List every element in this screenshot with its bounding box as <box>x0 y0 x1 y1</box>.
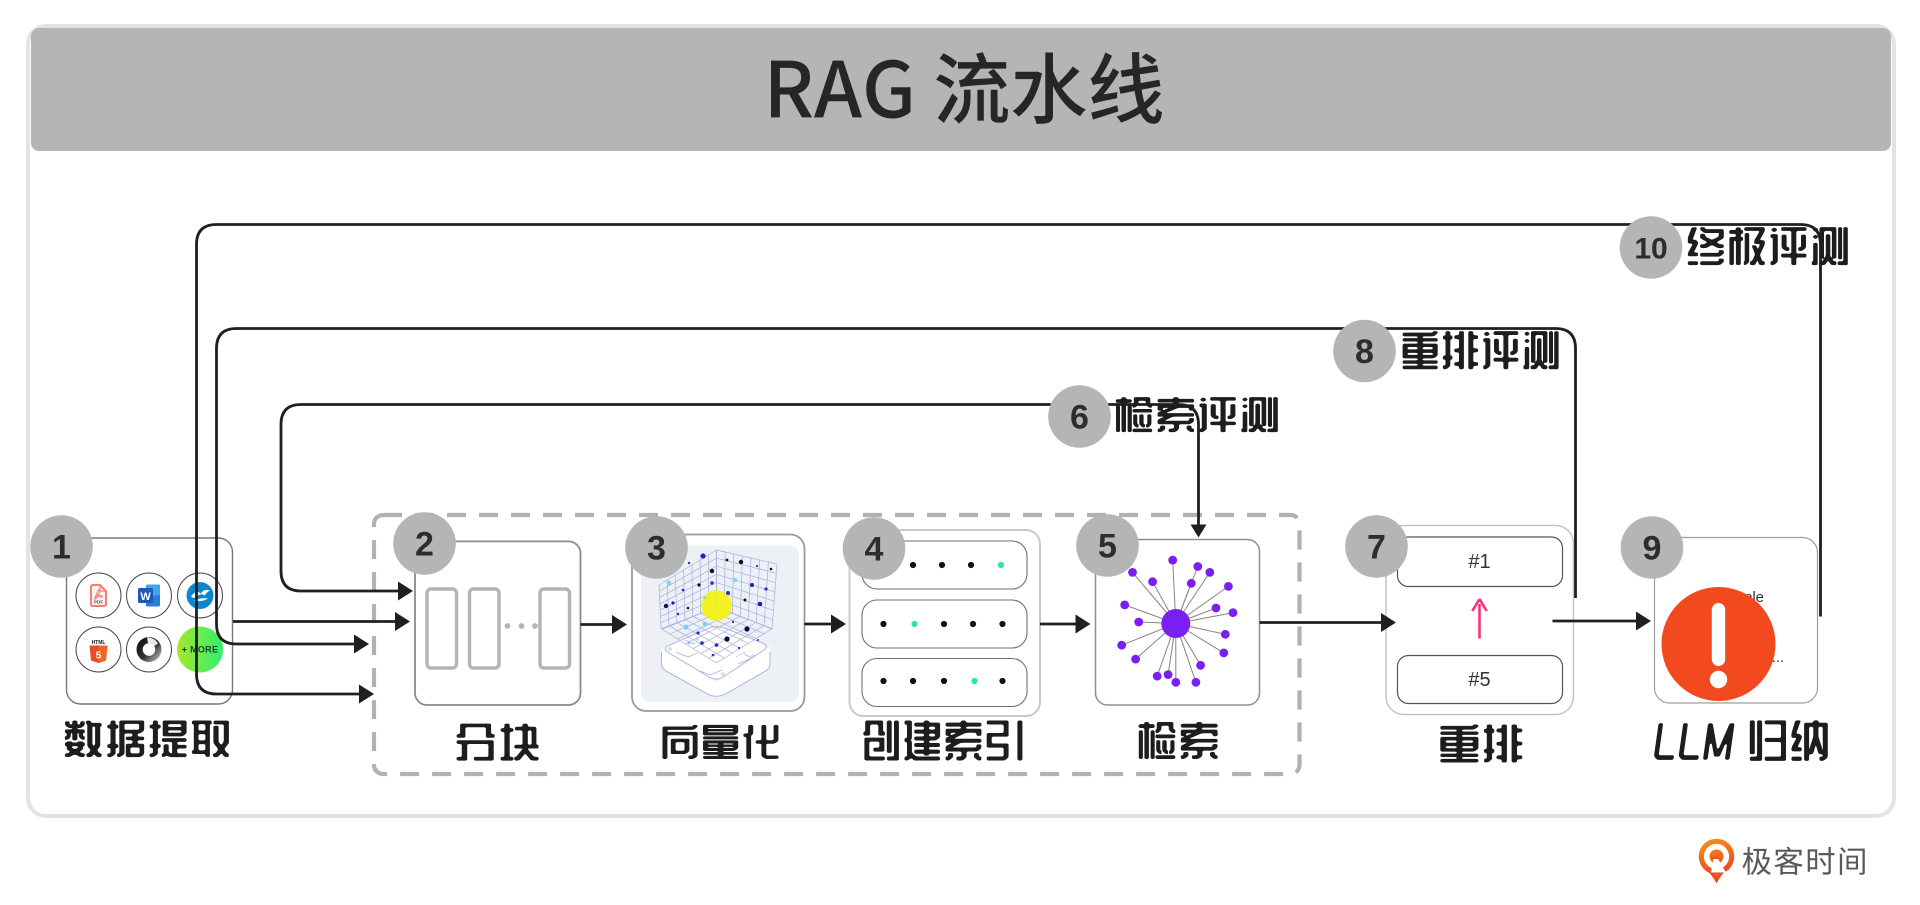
svg-text:3: 3 <box>647 530 666 568</box>
svg-text:7: 7 <box>1367 529 1386 567</box>
svg-text:4: 4 <box>865 531 884 569</box>
svg-text:+ MORE: + MORE <box>182 645 219 655</box>
svg-text:HTML: HTML <box>92 640 106 646</box>
svg-text:...: ... <box>1772 649 1785 666</box>
svg-text:8: 8 <box>1355 333 1374 371</box>
svg-text:10: 10 <box>1634 232 1667 265</box>
svg-text:#1: #1 <box>1468 551 1490 573</box>
svg-text:5: 5 <box>96 651 102 662</box>
svg-text:6: 6 <box>1070 399 1089 437</box>
svg-text:#5: #5 <box>1468 669 1490 691</box>
svg-text:1: 1 <box>52 529 71 567</box>
svg-text:PDF: PDF <box>94 600 103 605</box>
svg-text:5: 5 <box>1098 528 1117 566</box>
svg-text:9: 9 <box>1643 530 1662 568</box>
svg-text:W: W <box>140 591 151 603</box>
svg-text:2: 2 <box>415 526 434 564</box>
